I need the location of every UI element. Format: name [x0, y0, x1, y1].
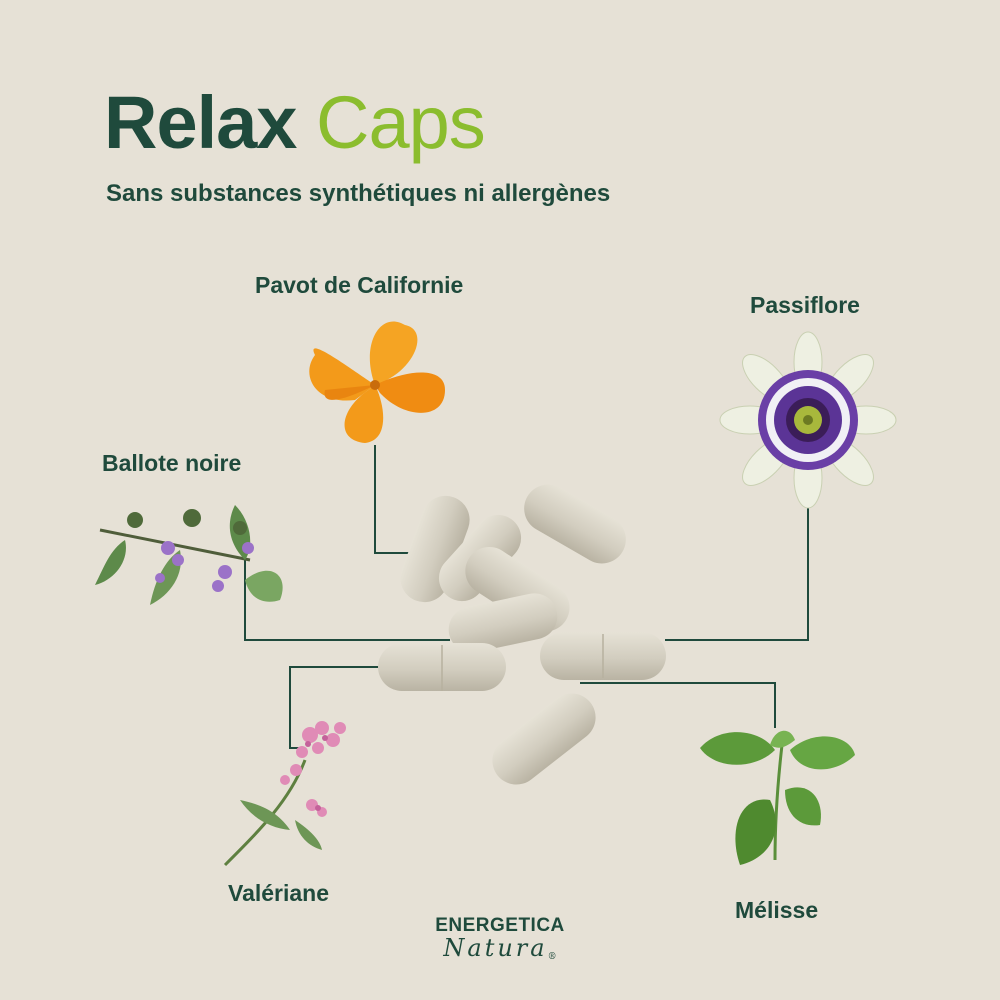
title-relax: Relax	[104, 81, 297, 164]
passionflower-icon	[719, 331, 897, 509]
brand-natura: Natura	[443, 934, 548, 962]
label-pavot: Pavot de Californie	[255, 272, 464, 298]
label-ballote: Ballote noire	[102, 450, 242, 476]
brand-logo: ENERGETICA Natura®	[430, 915, 570, 962]
product-title: Relax Caps	[104, 86, 486, 160]
title-caps: Caps	[316, 81, 486, 164]
label-melisse: Mélisse	[735, 897, 819, 923]
capsules-icon	[378, 484, 666, 785]
capsule-seams	[441, 634, 604, 691]
registered-mark: ®	[547, 952, 557, 962]
connector-melisse	[580, 682, 776, 728]
connector-valeriane	[289, 666, 385, 749]
brand-script: Natura®	[430, 934, 570, 962]
label-passiflore: Passiflore	[750, 292, 860, 318]
black-horehound-icon	[95, 505, 283, 605]
lemon-balm-icon	[700, 730, 855, 865]
subtitle: Sans substances synthétiques ni allergèn…	[106, 180, 611, 207]
connector-passiflore	[665, 500, 809, 641]
brand-name: ENERGETICA	[435, 915, 565, 936]
valerian-icon	[223, 721, 346, 867]
poppy-flower-icon	[309, 321, 445, 443]
label-valeriane: Valériane	[228, 880, 330, 906]
